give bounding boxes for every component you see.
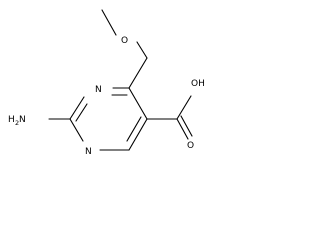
bond-c6-c5-inner: [126, 116, 142, 142]
molecule-diagram: O N N H 2 N OH O: [8, 9, 205, 157]
amino-label-group: H 2 N: [8, 115, 26, 127]
bond-methyl-o: [101, 9, 117, 36]
atom-label-methoxy-o: O: [121, 36, 128, 46]
bond-carboxyl-o-inner: [180, 115, 193, 137]
atom-label-hydroxyl: OH: [191, 79, 205, 89]
amino-n-label: N: [19, 115, 26, 125]
atom-label-ring-n-bottom: N: [85, 147, 92, 157]
amino-prefix-label: H: [8, 115, 15, 125]
amino-subscript-label: 2: [15, 119, 19, 127]
structure-canvas: O N N H 2 N OH O: [8, 9, 205, 157]
bond-c6-c5: [128, 118, 148, 151]
bond-carboxyl-oh: [176, 95, 192, 120]
bond-n3-c2-inner: [75, 103, 88, 122]
bond-c2-n1: [69, 118, 84, 142]
bond-ch2-c4: [128, 57, 148, 89]
bond-carboxyl-o: [176, 118, 189, 140]
bond-o-ch2: [136, 41, 148, 59]
bond-n3-c2: [69, 96, 85, 120]
atom-label-ring-n-top: N: [95, 85, 102, 95]
bond-c5-c4: [128, 87, 148, 120]
atom-label-acid-o: O: [187, 141, 194, 151]
